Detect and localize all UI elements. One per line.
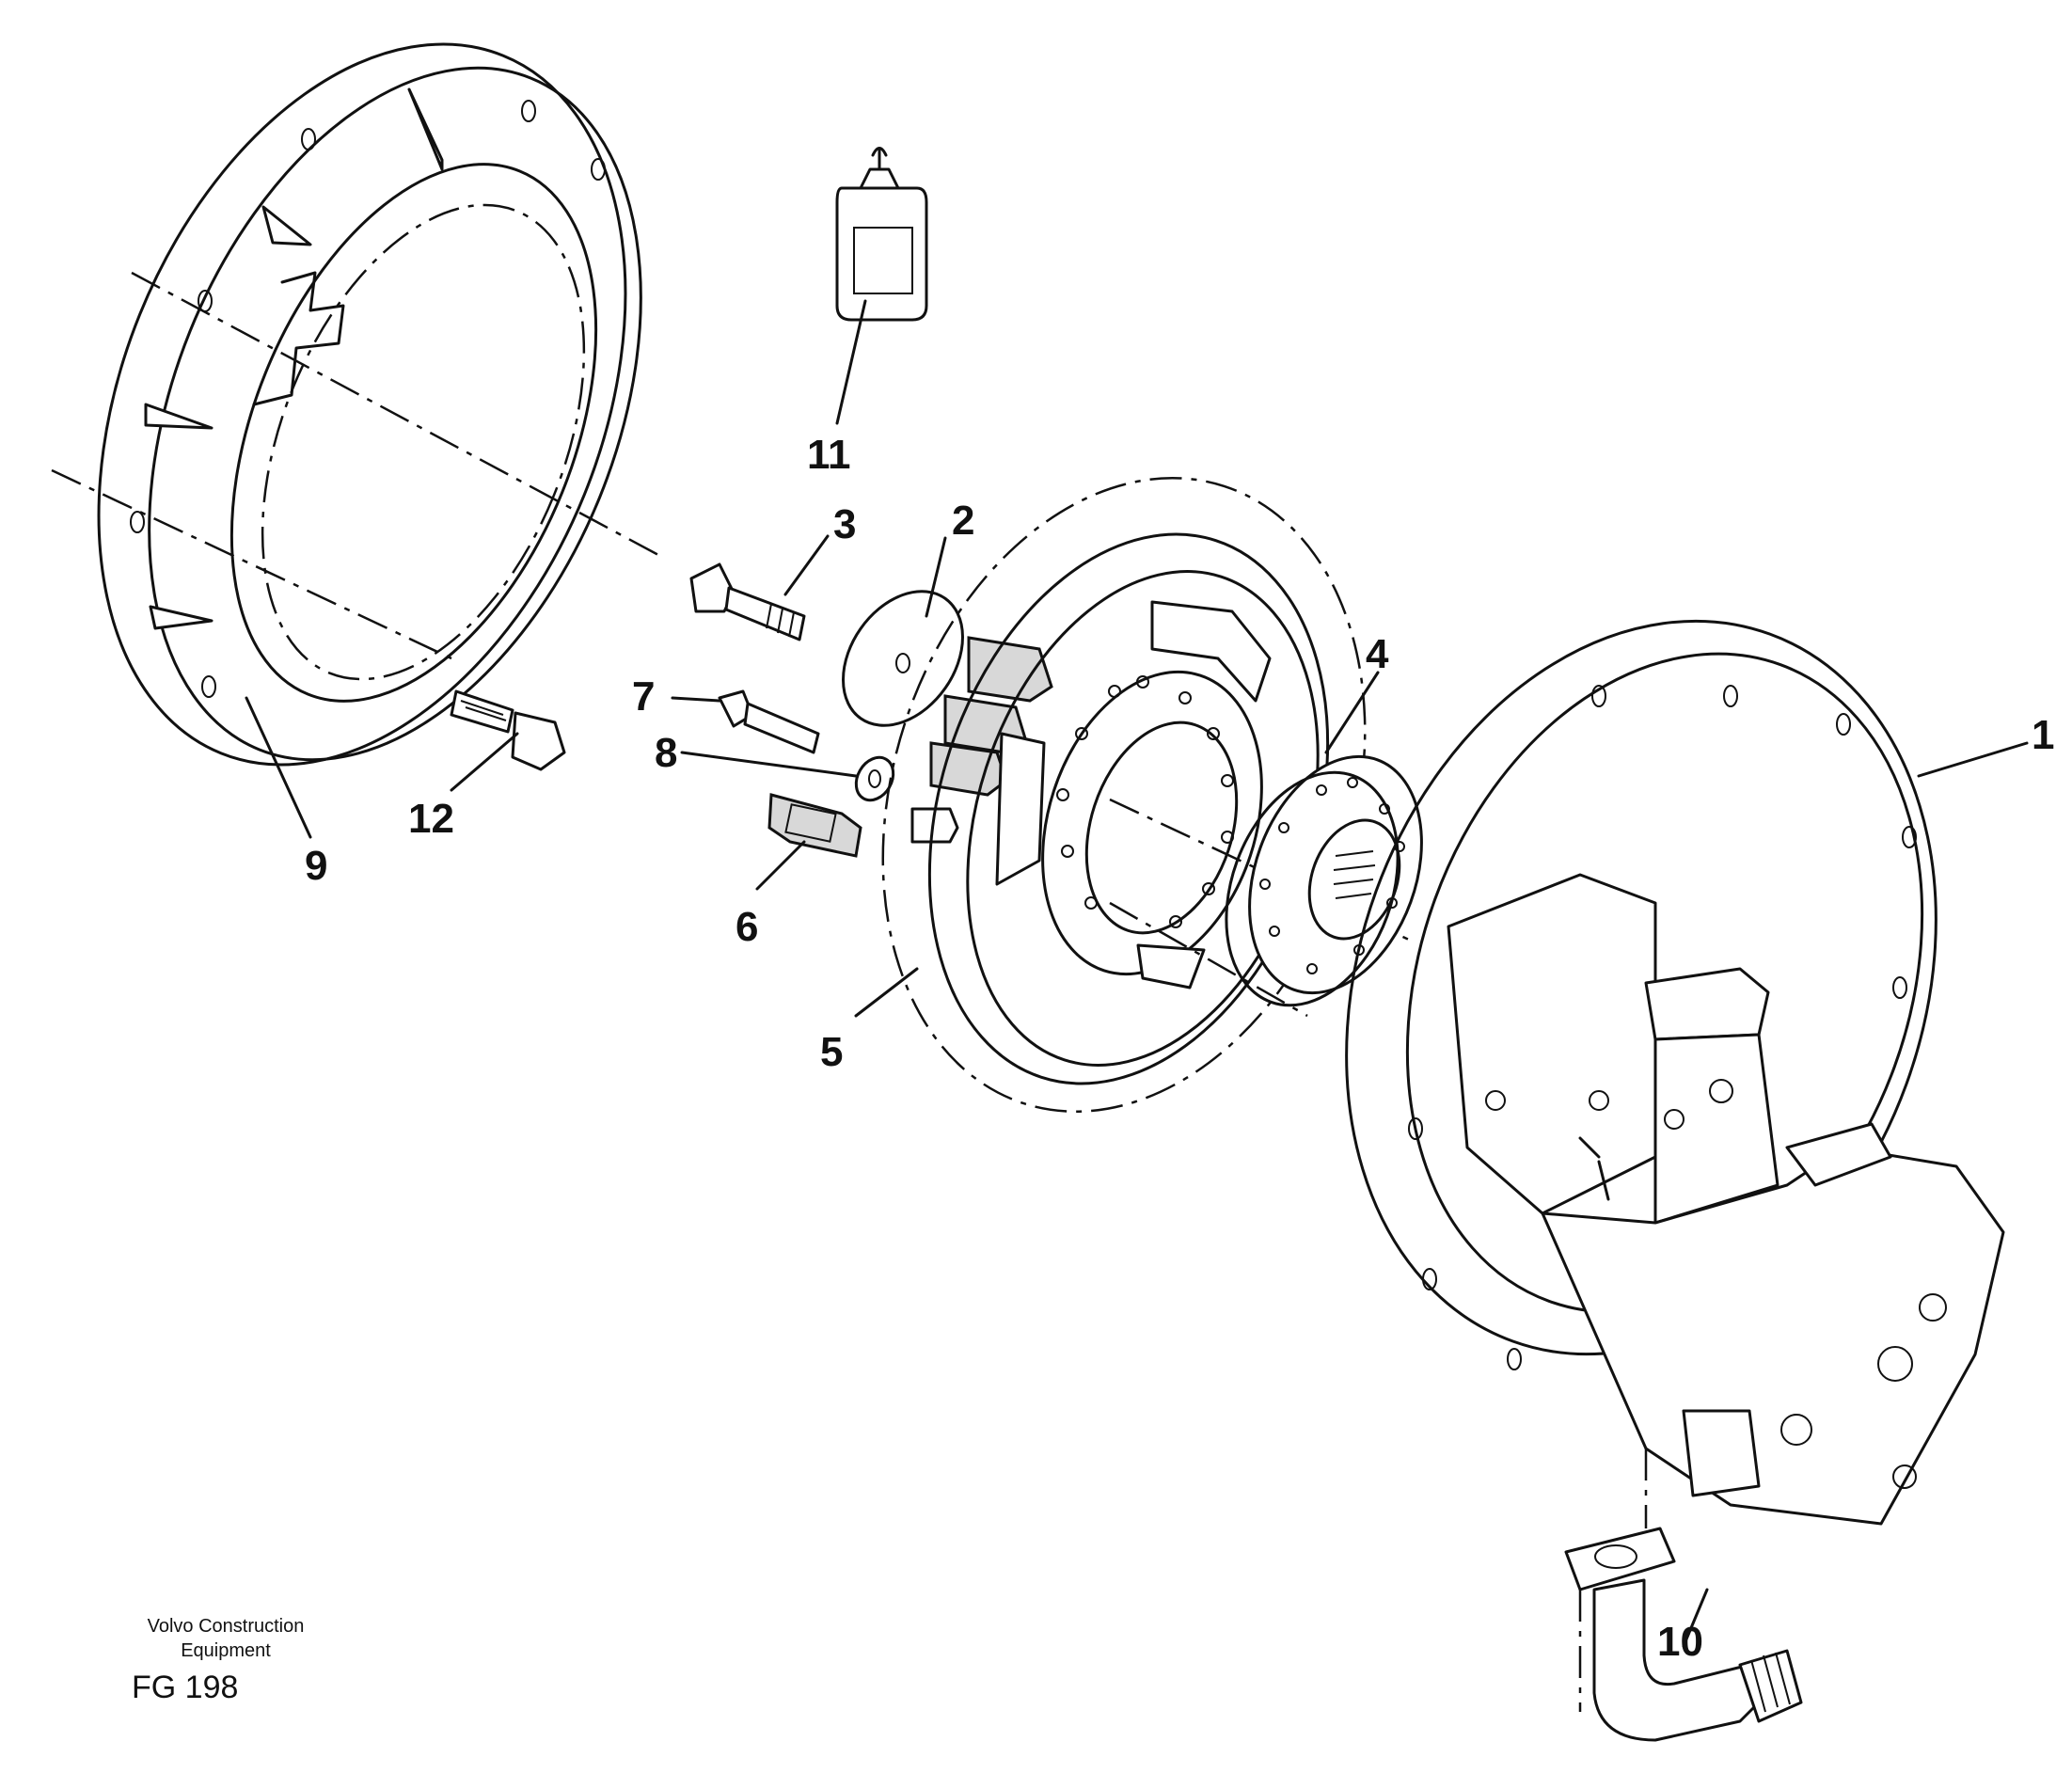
callout-12: 12 [408, 796, 454, 842]
figure-id: FG 198 [132, 1670, 239, 1705]
company-name-line2: Equipment [181, 1640, 271, 1661]
part-11-adhesive-bottle [835, 147, 928, 322]
part-8-washer [854, 755, 895, 802]
callout-7: 7 [632, 673, 655, 720]
leader-lines [245, 299, 2029, 1648]
callout-6: 6 [735, 904, 758, 950]
part-12-bolt [450, 689, 566, 771]
callout-9: 9 [305, 843, 327, 889]
callout-1: 1 [2032, 712, 2054, 758]
part-9-flywheel-housing [97, 42, 642, 767]
part-7-bolt [718, 689, 820, 754]
part-2-washer [842, 590, 964, 727]
company-caption: Volvo Construction Equipment [103, 1614, 348, 1663]
part-3-bolt [689, 562, 806, 641]
part-4-hub [1225, 754, 1423, 1007]
part-1-hydraulic-pump [1345, 619, 2005, 1526]
callout-4: 4 [1366, 631, 1389, 677]
callout-10: 10 [1657, 1619, 1703, 1665]
callout-8: 8 [655, 730, 677, 776]
callout-11: 11 [807, 432, 851, 478]
callout-2: 2 [952, 498, 974, 544]
part-6-rubber-element [767, 793, 862, 858]
part-10-suction-pipe [1564, 1449, 1803, 1742]
callout-3: 3 [833, 501, 856, 547]
company-name-line1: Volvo Construction [147, 1616, 305, 1637]
callout-5: 5 [820, 1029, 843, 1075]
